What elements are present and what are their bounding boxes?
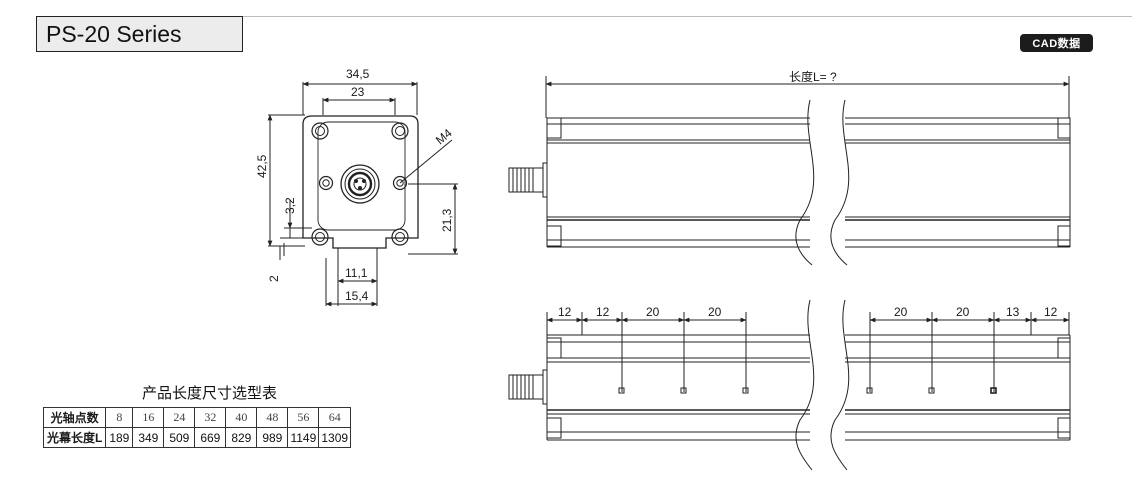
spacing-right-3: 13 <box>1006 305 1020 319</box>
table-cell: 189 <box>105 427 134 448</box>
bottom-view-labels: 12 12 20 20 20 20 13 12 <box>558 305 1058 319</box>
table-cell: 16 <box>132 407 165 428</box>
table-cell: 349 <box>132 427 165 448</box>
dim-width-outer: 34,5 <box>346 67 370 81</box>
dim-base-width: 15,4 <box>345 289 369 303</box>
dim-center-height: 21,3 <box>440 208 454 232</box>
table-cell: 64 <box>318 407 352 428</box>
table-cell: 1309 <box>318 427 352 448</box>
bottom-view <box>508 299 1071 471</box>
table-cell: 48 <box>256 407 289 428</box>
spacing-left-3: 20 <box>646 305 660 319</box>
side-view-labels: 长度L= ? <box>789 69 837 84</box>
spec-table: 光轴点数 8 16 24 32 40 48 56 64 光幕长度L 189 34… <box>42 407 352 448</box>
table-cell: 24 <box>163 407 196 428</box>
dim-width-inner: 23 <box>351 85 365 99</box>
table-cell: 1149 <box>287 427 320 448</box>
series-title: PS-20 Series <box>36 16 243 52</box>
table-cell: 989 <box>256 427 289 448</box>
spacing-left-2: 12 <box>596 305 610 319</box>
table-cell: 829 <box>225 427 258 448</box>
spacing-right-1: 20 <box>894 305 908 319</box>
spacing-left-1: 12 <box>558 305 572 319</box>
length-label: 长度L= ? <box>789 69 837 84</box>
row-header: 光轴点数 <box>42 407 107 428</box>
table-cell: 8 <box>105 407 134 428</box>
front-view <box>267 81 458 307</box>
table-cell: 509 <box>163 427 196 448</box>
row-header: 光幕长度L <box>42 427 107 448</box>
dim-height-total: 42,5 <box>255 154 269 178</box>
cad-data-button[interactable]: CAD数据 <box>1020 34 1093 52</box>
dim-offset-small: 3,2 <box>283 197 297 214</box>
table-cell: 669 <box>194 427 227 448</box>
front-view-labels: 34,5 23 42,5 3,2 2 21,3 11,1 15,4 M4 <box>255 67 455 303</box>
dim-thread: M4 <box>433 126 455 148</box>
spacing-left-4: 20 <box>708 305 722 319</box>
dim-tab-width: 11,1 <box>345 266 368 280</box>
spec-table-title: 产品长度尺寸选型表 <box>141 385 277 402</box>
table-cell: 40 <box>225 407 258 428</box>
series-title-text: PS-20 Series <box>46 20 182 47</box>
spacing-right-4: 12 <box>1044 305 1058 319</box>
table-row: 光轴点数 8 16 24 32 40 48 56 64 <box>42 407 352 428</box>
header-rule <box>243 16 1132 17</box>
table-cell: 56 <box>287 407 320 428</box>
side-view <box>508 76 1071 266</box>
table-cell: 32 <box>194 407 227 428</box>
spacing-right-2: 20 <box>956 305 970 319</box>
cad-data-label: CAD数据 <box>1032 38 1081 50</box>
dim-bottom-gap: 2 <box>267 275 281 282</box>
table-row: 光幕长度L 189 349 509 669 829 989 1149 1309 <box>42 427 352 448</box>
